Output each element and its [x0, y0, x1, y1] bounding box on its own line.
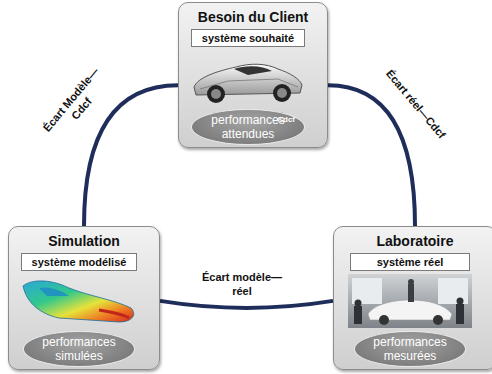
performance-ellipse: performances mesurées — [354, 331, 466, 367]
gap-arc — [328, 85, 415, 226]
panel-title: Besoin du Client — [179, 9, 327, 25]
panel-title: Simulation — [9, 233, 159, 249]
simulation-car-illustration — [19, 274, 139, 328]
performance-label: performances mesurées — [370, 335, 450, 363]
panel-box: Besoin du Client système souhaité perform… — [178, 2, 328, 148]
gap-arc — [160, 301, 333, 308]
lab-photo — [348, 274, 472, 328]
system-label: système réel — [377, 256, 444, 268]
gap-label: Écart Modèle—Cdcf — [36, 61, 115, 148]
panel-box: Simulation système modélisé performances … — [8, 226, 160, 370]
performance-ellipse: performances simulées — [23, 331, 135, 367]
system-box: système réel — [350, 253, 470, 271]
performance-label: performances simulées — [39, 335, 119, 363]
system-box: système modélisé — [21, 253, 137, 271]
spec-tag: Cdcf — [277, 115, 295, 124]
gap-label: Écart modèle—réel — [197, 270, 287, 298]
system-label: système souhaité — [202, 32, 294, 44]
performance-label: performances attendues — [208, 113, 288, 141]
system-box: système souhaité — [191, 29, 305, 47]
car-illustration — [188, 51, 308, 107]
performance-ellipse: performances attenduesCdcf — [191, 109, 305, 145]
panel-box: Laboratoire système réel performances mes… — [333, 226, 492, 370]
gap-arc — [84, 85, 178, 226]
gap-label: Écart réel—Cdcf — [382, 65, 451, 143]
panel-title: Laboratoire — [334, 233, 492, 249]
system-label: système modélisé — [32, 256, 127, 268]
